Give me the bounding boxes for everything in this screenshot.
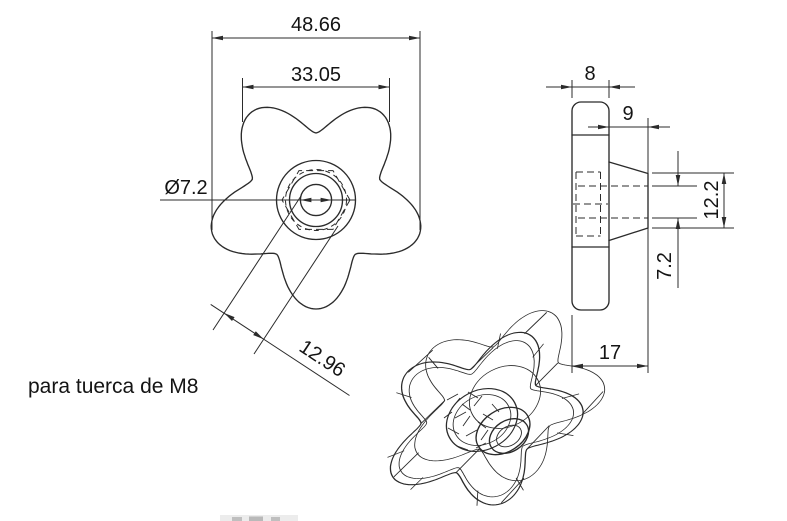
dim-hole-height-label: 7.2 [654, 252, 676, 280]
iso-back-face [414, 310, 606, 482]
iso-silhouette-edge [393, 452, 419, 478]
dimension-boss-face-height: 12.2 [652, 172, 734, 229]
dimension-arrowhead [637, 363, 648, 369]
dimension-overall-width: 48.66 [211, 14, 421, 230]
dim-lobe-span-label: 33.05 [291, 64, 341, 86]
dim-hole-diameter-label: Ø7.2 [164, 177, 207, 199]
dimension-arrowhead [224, 313, 235, 321]
dimension-body-thickness: 8 [546, 63, 635, 98]
dimension-arrowhead [242, 84, 254, 90]
hole-hidden [578, 185, 648, 219]
isometric-view [387, 310, 606, 506]
dim-lobe-offset-label: 12.96 [295, 336, 349, 382]
dimension-arrowhead [609, 84, 620, 90]
dimension-arrowhead [320, 197, 332, 203]
iso-hidden-edges [443, 391, 500, 451]
iso-silhouette-edge [500, 477, 525, 504]
iso-silhouette-edge [455, 448, 480, 473]
dimension-arrowhead [253, 331, 264, 340]
front-view: 48.66 33.05 Ø7.2 12.96 [160, 14, 422, 396]
dim-body-thickness-label: 8 [584, 63, 595, 85]
watermark-fragment [220, 515, 298, 521]
dimension-arrowhead [561, 84, 572, 90]
iso-facet-ticks [387, 333, 580, 506]
dim-boss-depth-label: 9 [622, 103, 633, 125]
dimension-lobe-offset: 12.96 [210, 195, 350, 396]
iso-silhouette-edge [524, 312, 548, 335]
dimension-hole-diameter: Ø7.2 [160, 177, 356, 203]
dimension-arrowhead [378, 84, 390, 90]
dimension-arrowhead [648, 124, 659, 130]
dimension-lobe-span: 33.05 [242, 64, 390, 122]
note-label: para tuerca de M8 [28, 375, 198, 398]
hex-pocket-hidden [573, 171, 608, 237]
dimension-arrowhead [598, 124, 609, 130]
dim-boss-face-height-label: 12.2 [701, 181, 723, 220]
body-profile [571, 101, 610, 311]
star-knob-outline [210, 106, 422, 310]
iso-details [393, 312, 604, 504]
dimension-arrowhead [300, 197, 312, 203]
dimension-arrowhead [212, 35, 223, 41]
dimension-arrowhead [721, 217, 727, 228]
lobe-silhouette-lines [571, 134, 610, 248]
iso-front-face [387, 331, 584, 506]
iso-hole [488, 418, 530, 454]
dim-total-depth-label: 17 [599, 342, 621, 364]
iso-silhouette-edge [581, 391, 604, 415]
dimension-arrowhead [409, 35, 420, 41]
boss-profile [608, 161, 649, 242]
dimension-arrowhead [572, 363, 583, 369]
dimension-arrowhead [675, 175, 681, 186]
iso-silhouette-edge [469, 346, 494, 370]
iso-silhouette-edge [535, 362, 559, 386]
iso-silhouette-edge [407, 349, 433, 373]
dimension-total-depth: 17 [571, 315, 648, 373]
dimension-hole-height: 7.2 [652, 151, 697, 288]
dimension-boss-depth: 9 [588, 103, 670, 373]
iso-silhouette-edge [420, 400, 446, 424]
iso-silhouette-edge [526, 425, 550, 450]
dim-overall-width-label: 48.66 [291, 14, 341, 36]
side-view: 8 9 12.2 7.2 17 [546, 63, 734, 373]
dimension-arrowhead [675, 218, 681, 229]
dimension-arrowhead [721, 173, 727, 184]
